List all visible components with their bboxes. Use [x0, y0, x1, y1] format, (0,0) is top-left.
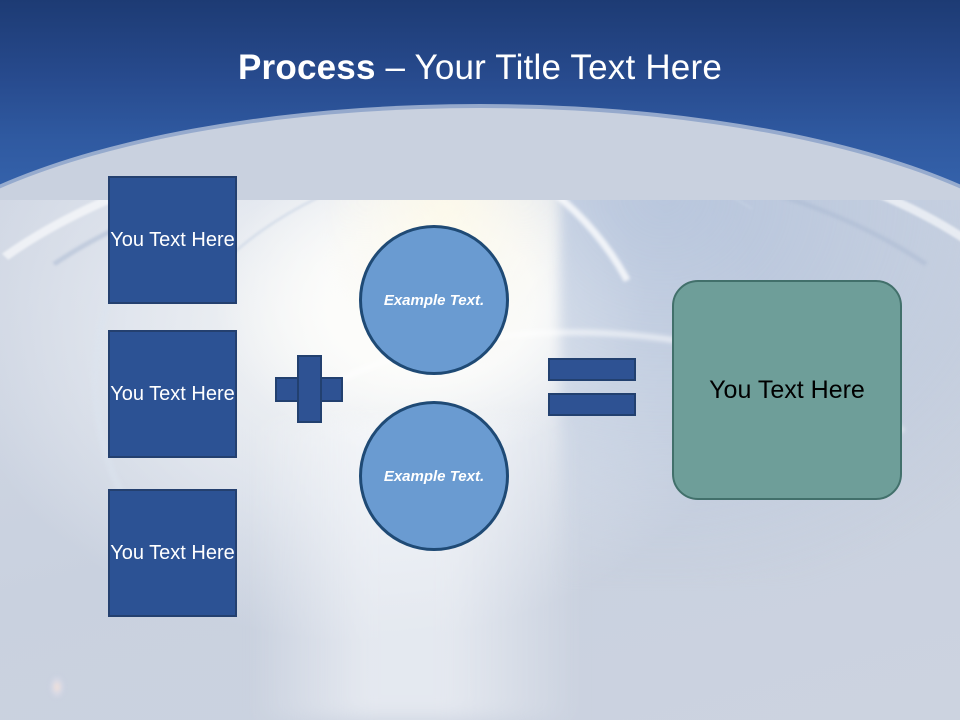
result-box-label: You Text Here [709, 375, 865, 404]
input-box-1[interactable]: You Text Here [108, 176, 237, 304]
page-title-regular: – Your Title Text Here [375, 48, 722, 87]
input-box-2-label: You Text Here [110, 382, 235, 405]
equals-icon [548, 358, 636, 416]
page-title-bold: Process [238, 48, 376, 87]
example-circle-2-label: Example Text. [383, 467, 485, 485]
example-circle-2[interactable]: Example Text. [359, 401, 509, 551]
input-box-3[interactable]: You Text Here [108, 489, 237, 617]
example-circle-1-label: Example Text. [383, 291, 485, 309]
input-box-1-label: You Text Here [110, 228, 235, 251]
input-box-2[interactable]: You Text Here [108, 330, 237, 458]
result-box[interactable]: You Text Here [672, 280, 902, 500]
plus-icon-center [299, 379, 320, 400]
equals-icon-bottom-bar [548, 393, 636, 416]
plus-icon [275, 355, 343, 423]
page-title: Process – Your Title Text Here [0, 47, 960, 89]
example-circle-1[interactable]: Example Text. [359, 225, 509, 375]
input-box-3-label: You Text Here [110, 541, 235, 564]
background-sparkle [50, 676, 64, 698]
equals-icon-top-bar [548, 358, 636, 381]
title-banner [0, 0, 960, 200]
